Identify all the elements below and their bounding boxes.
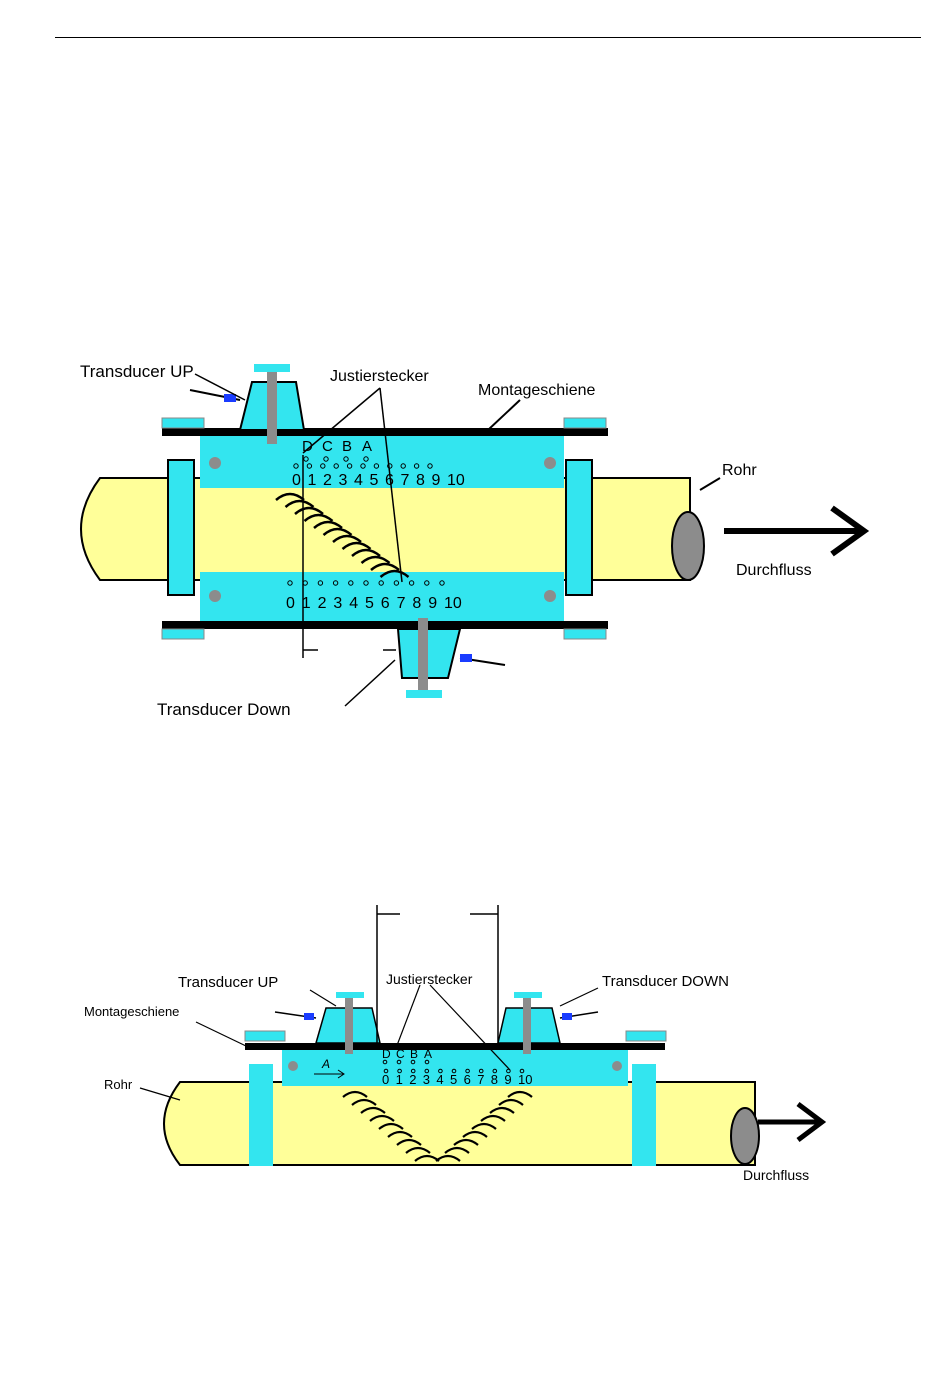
connector-icon [460,654,472,662]
bolt-icon [544,457,556,469]
scale-number: 5 [365,595,374,612]
clamp-foot-br-1 [564,629,606,639]
pipe-1-end [672,512,704,580]
leader-line [345,660,395,706]
transducer-down-knob-1 [406,690,442,698]
position-letter: C [322,438,333,455]
scale-number: 9 [432,472,441,489]
scale-number: 9 [428,595,437,612]
scale-number: 6 [464,1072,471,1087]
clamp-left-2 [249,1064,273,1166]
label-transducer-down-2: Transducer DOWN [602,973,729,990]
transducer-down-1 [398,629,460,678]
pipe-2-end [731,1108,759,1164]
bolt-icon [612,1061,622,1071]
scale-number: 5 [370,472,379,489]
scale-number: 4 [354,472,363,489]
leader-line [488,400,520,430]
clamp-left-1 [168,460,194,595]
upper-rail-1 [200,434,564,488]
scale-number: 2 [409,1072,416,1087]
arrow-letter-a: A [321,1057,330,1071]
clamp-foot-tr-1 [564,418,606,428]
scale-number: 2 [323,472,332,489]
scale-number: 10 [518,1072,532,1087]
position-letter: A [362,438,372,455]
position-letter: C [396,1047,405,1061]
scale-number: 4 [436,1072,443,1087]
clamp-right-1 [566,460,592,595]
connector-icon [304,1013,314,1020]
scale-number: 8 [416,472,425,489]
transducer-down-rod-1 [418,618,428,690]
label-rohr: Rohr [722,462,757,479]
scale-number: 5 [450,1072,457,1087]
label-transducer-up: Transducer UP [80,362,194,381]
leader-line [700,478,720,490]
leader-line [560,988,598,1006]
scale-number: 8 [412,595,421,612]
bolt-icon [288,1061,298,1071]
label-transducer-down: Transducer Down [157,700,291,719]
scale-number: 8 [491,1072,498,1087]
bolt-icon [209,457,221,469]
scale-number: 3 [339,472,348,489]
position-letter: B [342,438,352,455]
transducer-down-knob-2 [514,992,542,998]
scale-number: 3 [333,595,342,612]
position-letter: A [424,1047,432,1061]
position-letter: D [382,1047,391,1061]
scale-number: 2 [318,595,327,612]
label-montageschiene-2: Montageschiene [84,1004,179,1019]
leader-line [196,1022,246,1046]
clamp-foot-r-2 [626,1031,666,1041]
scale-number: 6 [381,595,390,612]
transducer-down-rod-2 [523,998,531,1054]
connector-icon [562,1013,572,1020]
scale-number: 9 [504,1072,511,1087]
label-durchfluss: Durchfluss [736,562,812,579]
label-durchfluss-2: Durchfluss [743,1167,809,1183]
transducer-up-rod-2 [345,998,353,1054]
bolt-icon [209,590,221,602]
bottom-rail-bar-1 [162,621,608,629]
scale-number: 7 [401,472,410,489]
rail-bar-2 [245,1043,665,1050]
scale-number: 10 [444,595,462,612]
transducer-up-knob-1 [254,364,290,372]
scale-number: 10 [447,472,465,489]
label-montageschiene: Montageschiene [478,382,596,399]
transducer-up-rod-1 [267,372,277,444]
scale-number: 7 [397,595,406,612]
scale-number: 0 [286,595,295,612]
clamp-foot-tl-1 [162,418,204,428]
scale-number: 1 [396,1072,403,1087]
label-rohr-2: Rohr [104,1077,133,1092]
clamp-right-2 [632,1064,656,1166]
scale-number: 7 [477,1072,484,1087]
transducer-up-knob-2 [336,992,364,998]
leader-line [396,985,420,1048]
position-letter: B [410,1047,418,1061]
clamp-foot-bl-1 [162,629,204,639]
scale-number: 1 [308,472,317,489]
scale-number: 3 [423,1072,430,1087]
scale-number: 4 [349,595,358,612]
label-transducer-up-2: Transducer UP [178,974,278,991]
scale-number: 0 [292,472,301,489]
label-justierstecker-2: Justierstecker [386,971,473,987]
bolt-icon [544,590,556,602]
label-justierstecker: Justierstecker [330,368,429,385]
scale-number: 0 [382,1072,389,1087]
leader-line [310,990,336,1006]
clamp-foot-l-2 [245,1031,285,1041]
